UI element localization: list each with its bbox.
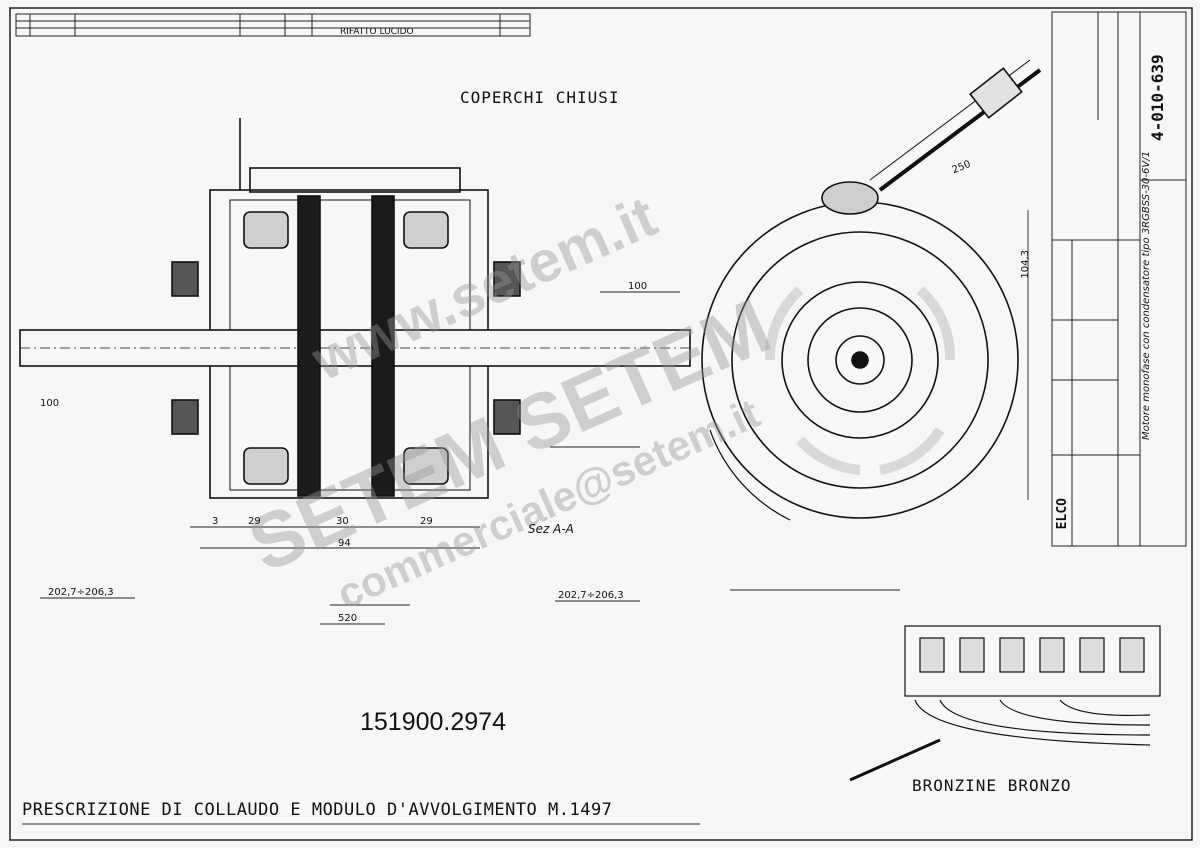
section-label: Sez A-A — [528, 522, 574, 536]
bronzine-detail — [849, 625, 1161, 782]
dimension-label: 104,3 — [1020, 250, 1031, 279]
dimension-label: 29 — [420, 516, 433, 527]
dimension-label: 3 — [212, 516, 219, 527]
dimension-label: 100 — [628, 281, 648, 292]
dimension-label: 520 — [338, 613, 358, 624]
dimension-label: 202,7÷206,3 — [558, 590, 624, 601]
sheet-border — [9, 7, 1193, 841]
dimension-label: 94 — [338, 538, 351, 549]
bronzine-label: BRONZINE BRONZO — [912, 776, 1072, 795]
dimension-label: 202,7÷206,3 — [48, 587, 114, 598]
dimension-label: 29 — [248, 516, 261, 527]
part-number: 151900.2974 — [360, 708, 506, 736]
dimension-lines — [40, 210, 1029, 625]
revision-table — [15, 13, 531, 37]
motor-description: Motore monofase con condensatore tipo 3R… — [1141, 151, 1152, 440]
footer-title: PRESCRIZIONE DI COLLAUDO E MODULO D'AVVO… — [22, 800, 613, 820]
title-block — [1051, 11, 1187, 547]
revision-entry: RIFATTO LUCIDO — [340, 27, 414, 37]
drawing-number: 4-010-639 — [1148, 54, 1167, 142]
motor-end-view — [701, 59, 1042, 521]
drawing-top-title: COPERCHI CHIUSI — [460, 88, 620, 107]
dimension-label: 100 — [40, 398, 60, 409]
company-logo: ELCO — [1055, 498, 1070, 530]
motor-section — [19, 118, 691, 499]
dimension-label: 30 — [336, 516, 349, 527]
